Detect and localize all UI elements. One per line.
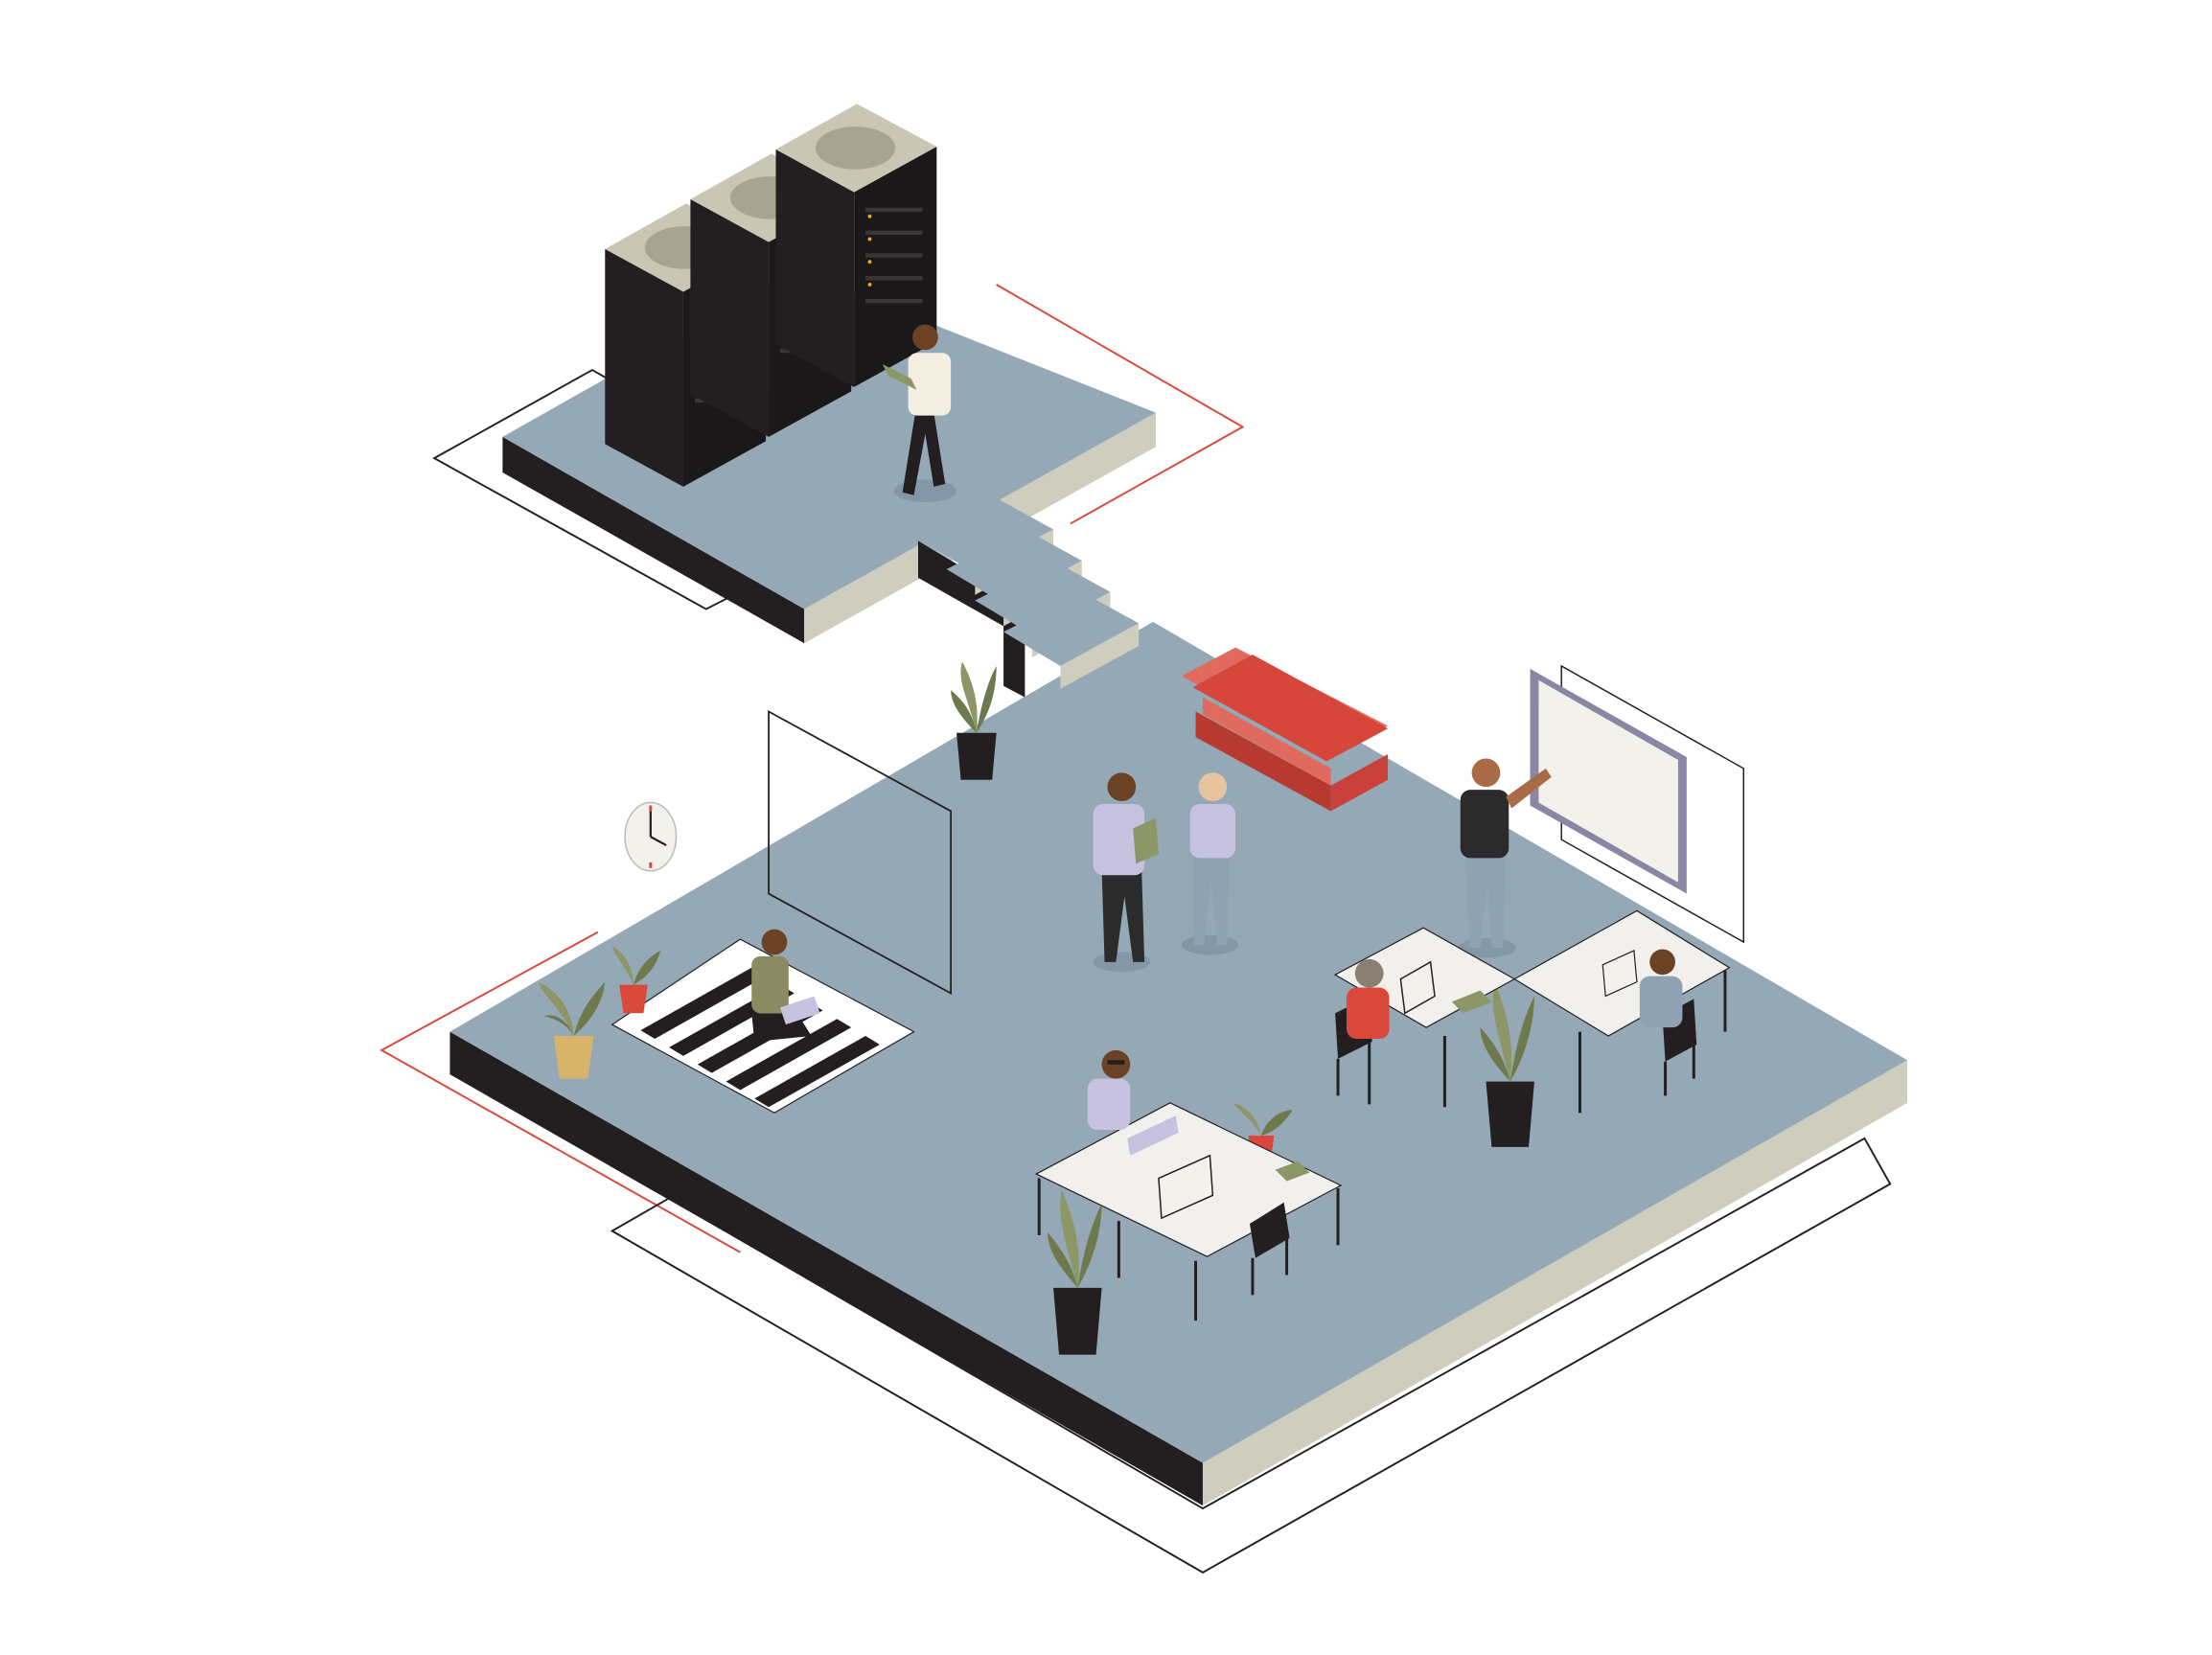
colleague-with-clipboard	[1093, 772, 1159, 973]
staircase	[917, 497, 1140, 698]
books-icon	[1275, 1161, 1310, 1182]
upper-platform-side	[502, 436, 805, 644]
frame-lower-left-red	[380, 931, 741, 1253]
potted-plant	[951, 661, 997, 780]
frame-upper-red	[996, 284, 1245, 525]
main-platform	[449, 621, 1908, 1506]
whiteboard	[1530, 664, 1745, 944]
worker-at-desk-glasses	[1087, 1049, 1131, 1131]
laptop-icon	[1601, 950, 1638, 998]
worker-on-floor-with-laptop	[751, 929, 820, 1042]
wall-clock	[624, 801, 678, 872]
desk-cluster-left	[1034, 1102, 1343, 1322]
sofa	[1181, 647, 1389, 812]
potted-plant	[1048, 1189, 1102, 1355]
books-icon	[1451, 990, 1492, 1014]
stair-2	[946, 529, 1082, 604]
server-fan-icon	[816, 126, 896, 170]
technician-with-tablet	[882, 324, 957, 503]
stair-1	[917, 497, 1054, 572]
stair-4-riser	[1060, 623, 1140, 689]
laptop-icon	[1127, 1115, 1179, 1156]
potted-plant	[1480, 981, 1534, 1147]
server-racks	[605, 103, 937, 487]
server-leds	[865, 207, 923, 304]
glass-partition	[768, 709, 953, 995]
laptop-icon	[1399, 960, 1436, 1015]
presenter-at-whiteboard	[1459, 758, 1552, 958]
worker-red-shirt	[1346, 958, 1390, 1040]
potted-plant	[538, 981, 606, 1079]
clipboard-icon	[1133, 817, 1159, 864]
server-rack	[775, 103, 937, 387]
main-platform-top	[449, 621, 1908, 1463]
monitor-icon	[1158, 1154, 1214, 1220]
office-chair	[1249, 1202, 1290, 1296]
desk-cluster-right	[1333, 909, 1731, 1114]
laptop-icon	[779, 996, 820, 1025]
potted-plant	[611, 946, 661, 1014]
main-platform-front	[1202, 1060, 1908, 1506]
colleague-listening	[1181, 772, 1239, 955]
tablet-icon	[882, 364, 917, 390]
main-platform-side	[449, 1031, 1203, 1506]
stair-side	[917, 540, 1025, 698]
worker-blue-shirt	[1639, 949, 1683, 1028]
stair-4	[1003, 591, 1140, 666]
stair-3	[975, 561, 1111, 635]
